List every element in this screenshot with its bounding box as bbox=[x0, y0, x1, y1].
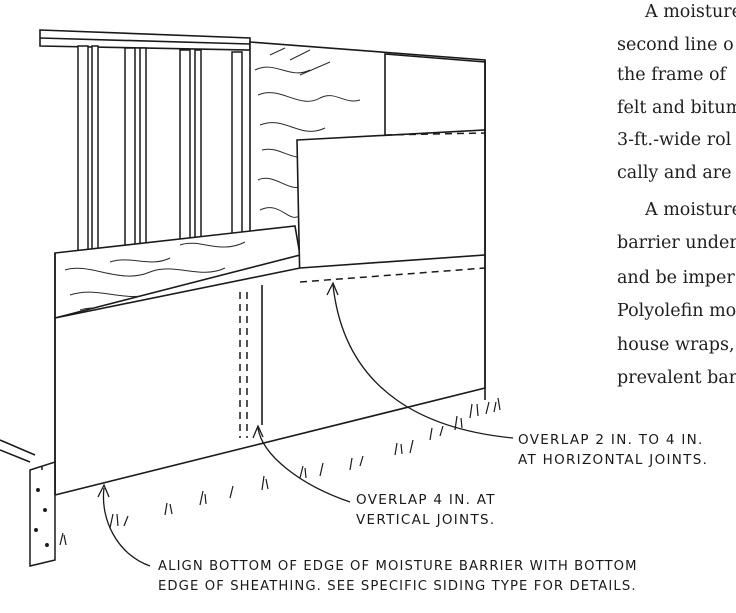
body-text-line: second line o bbox=[617, 35, 734, 55]
callout-line: EDGE OF SHEATHING. SEE SPECIFIC SIDING T… bbox=[158, 579, 637, 594]
body-text-line: Polyolefin mo bbox=[617, 301, 736, 321]
callout-line: OVERLAP 2 IN. TO 4 IN. bbox=[518, 432, 704, 448]
leader-arrows bbox=[97, 281, 514, 567]
overlap-dashes bbox=[239, 132, 486, 438]
body-text-line: the frame of bbox=[617, 65, 727, 85]
callout-align-bottom: ALIGN BOTTOM OF EDGE OF MOISTURE BARRIER… bbox=[158, 557, 638, 597]
callout-horizontal-overlap: OVERLAP 2 IN. TO 4 IN. AT HORIZONTAL JOI… bbox=[518, 430, 708, 470]
body-text-line: felt and bitum bbox=[617, 98, 736, 118]
foundation bbox=[0, 439, 56, 567]
barrier-top-right bbox=[384, 53, 486, 141]
wall-edge bbox=[54, 60, 486, 495]
body-text-line: and be imper bbox=[617, 268, 735, 288]
body-text-line: A moisture bbox=[645, 200, 736, 220]
body-text-line: cally and are bbox=[617, 163, 732, 183]
top-plate bbox=[39, 29, 251, 51]
wall-studs bbox=[77, 45, 243, 257]
body-text-line: house wraps, bbox=[617, 335, 735, 355]
grass bbox=[59, 397, 501, 546]
body-text-line: prevalent bar bbox=[617, 368, 736, 388]
body-text-line: 3-ft.-wide rol bbox=[617, 130, 732, 150]
callout-line: ALIGN BOTTOM OF EDGE OF MOISTURE BARRIER… bbox=[158, 559, 638, 574]
body-text-line: A moisture bbox=[645, 2, 736, 22]
callout-line: VERTICAL JOINTS. bbox=[356, 512, 496, 528]
callout-line: AT HORIZONTAL JOINTS. bbox=[518, 452, 709, 468]
body-text-line: barrier under bbox=[617, 233, 736, 253]
callout-vertical-overlap: OVERLAP 4 IN. AT VERTICAL JOINTS. bbox=[356, 490, 496, 530]
callout-line: OVERLAP 4 IN. AT bbox=[356, 492, 496, 508]
